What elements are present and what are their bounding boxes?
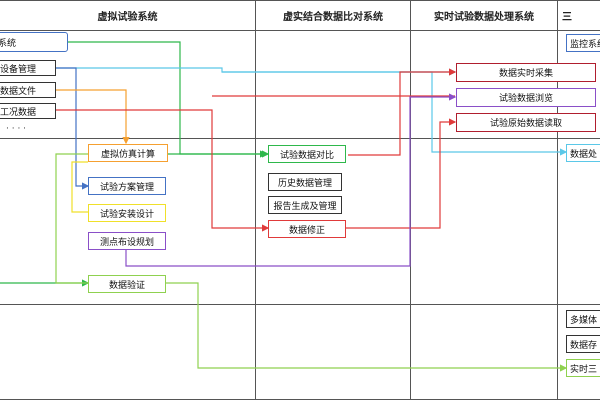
header-compare-system: 虚实结合数据比对系统: [283, 11, 383, 23]
node-data-correct[interactable]: 数据修正: [268, 220, 346, 238]
node-equip-mgmt[interactable]: 设备管理: [0, 60, 56, 76]
yellow-flows: [71, 161, 88, 213]
orange-flows: [56, 89, 130, 145]
node-raw-read[interactable]: 试验原始数据读取: [456, 113, 596, 132]
more-ellipsis: · · · ·: [6, 124, 27, 134]
red-flows: [56, 68, 457, 232]
node-data-collect[interactable]: 数据实时采集: [456, 63, 596, 82]
node-plan-mgmt[interactable]: 试验方案管理: [88, 177, 166, 195]
node-realtime-view[interactable]: 试验数据浏览: [456, 88, 596, 107]
node-history-mgmt[interactable]: 历史数据管理: [268, 173, 342, 191]
lime-flows: [55, 153, 568, 372]
node-multimedia[interactable]: 多媒体: [566, 310, 600, 328]
header-realtime-system: 实时试验数据处理系统: [434, 11, 534, 23]
node-sensor-layout[interactable]: 测点布设规划: [88, 232, 166, 250]
blue-flows: [56, 67, 90, 190]
node-data-verify[interactable]: 数据验证: [88, 275, 166, 293]
node-report-gen[interactable]: 报告生成及管理: [268, 196, 342, 214]
node-data-compare[interactable]: 试验数据对比: [268, 145, 346, 163]
node-install-design[interactable]: 试验安装设计: [88, 204, 166, 222]
node-realtime-3d[interactable]: 实时三: [566, 359, 600, 377]
node-data-process[interactable]: 数据处: [566, 144, 600, 162]
node-virtual-sim[interactable]: 虚拟仿真计算: [88, 144, 168, 162]
header-fourth-system: 三: [562, 11, 572, 23]
node-work-data[interactable]: 工况数据: [0, 103, 56, 119]
node-system[interactable]: 系统: [0, 32, 68, 52]
node-data-files[interactable]: 数据文件: [0, 82, 56, 98]
purple-flows: [125, 93, 457, 267]
node-monitor-system[interactable]: 监控系统: [566, 34, 600, 52]
node-data-storage[interactable]: 数据存: [566, 335, 600, 353]
header-virtual-test-system: 虚拟试验系统: [97, 11, 158, 23]
